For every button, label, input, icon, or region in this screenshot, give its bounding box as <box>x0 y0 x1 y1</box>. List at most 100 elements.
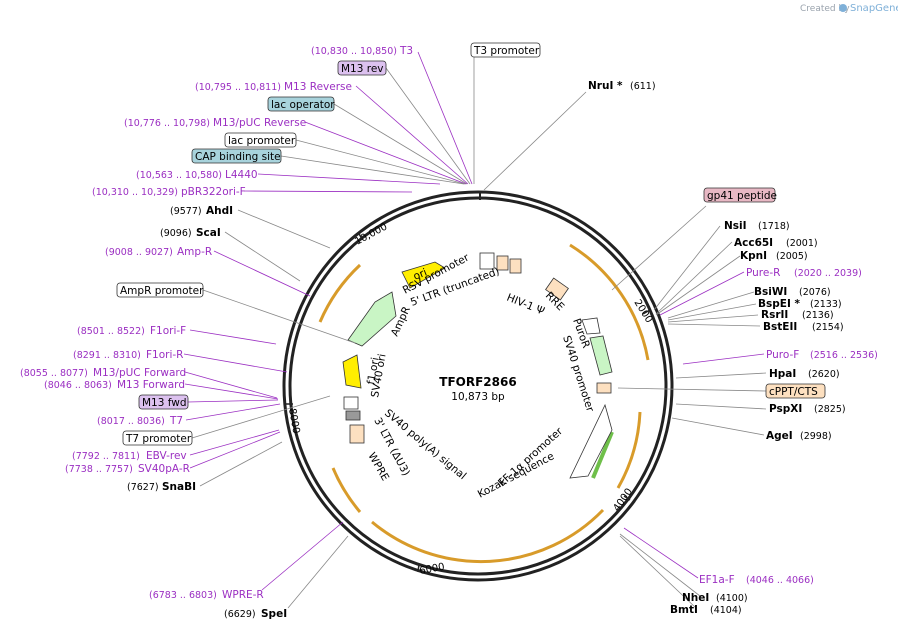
label-bspei: BspEI * <box>758 298 801 310</box>
pos-pure-r: (2020 .. 2039) <box>794 268 862 279</box>
label-l4440: L4440 <box>225 169 258 181</box>
label-ebv-rev: EBV-rev <box>146 450 187 462</box>
label-hpai: HpaI <box>769 368 796 380</box>
pos-t3: (10,830 .. 10,850) <box>311 46 397 57</box>
pos-nsii: (1718) <box>758 221 790 232</box>
pos-scai: (9096) <box>160 228 192 239</box>
label-m13-fwd: M13 fwd <box>142 397 187 409</box>
right-labels: T3 promoter NruI * (611) gp41 peptide Ns… <box>470 42 878 616</box>
label-spei: SpeI <box>261 608 287 620</box>
feat-wpre: WPRE <box>365 451 391 484</box>
pos-snabi: (7627) <box>127 482 159 493</box>
feat-ori: ori <box>412 267 429 283</box>
label-m13-rev: M13 rev <box>341 63 384 75</box>
label-rsrii: RsrII <box>761 309 788 321</box>
pos-ahdi: (9577) <box>170 206 202 217</box>
pos-t7: (8017 .. 8036) <box>97 416 165 427</box>
box-gp41 <box>703 187 776 203</box>
ori-arrow <box>401 261 446 289</box>
credit-brand: SnapGene <box>850 3 898 14</box>
label-ampr-promoter: AmpR promoter <box>120 285 204 297</box>
pos-m13-puc-reverse: (10,776 .. 10,798) <box>124 118 210 129</box>
tick-6000: 6000 <box>419 562 446 577</box>
label-agei: AgeI <box>766 430 793 442</box>
pos-m13-reverse: (10,795 .. 10,811) <box>195 82 281 93</box>
label-cap-binding: CAP binding site <box>195 151 281 163</box>
label-t7-promoter: T7 promoter <box>125 433 192 445</box>
f1-ori-arrow <box>342 354 362 389</box>
feat-hiv-psi: HIV-1 Ψ <box>505 292 546 318</box>
label-amp-r: Amp-R <box>177 246 212 258</box>
label-kpni: KpnI <box>740 250 767 262</box>
pos-ef1a-f: (4046 .. 4066) <box>746 575 814 586</box>
puror-arrow <box>589 335 613 376</box>
label-lac-promoter: lac promoter <box>228 135 296 147</box>
promoter-arrow-1 <box>581 317 601 335</box>
label-pure-r: Pure-R <box>746 267 780 279</box>
pos-bsiwi: (2076) <box>799 287 831 298</box>
pos-pspxi: (2825) <box>814 404 846 415</box>
pos-ebv-rev: (7792 .. 7811) <box>72 451 140 462</box>
label-nsii: NsiI <box>724 220 747 232</box>
feat-f1-ori: f1 ori <box>365 356 382 385</box>
box-cppt-cts <box>765 383 826 399</box>
orf-arc-3 <box>371 508 605 564</box>
label-puro-f: Puro-F <box>766 349 799 361</box>
box-ampr-promoter <box>116 282 204 298</box>
box-cap-binding <box>191 148 282 164</box>
pos-bmti: (4104) <box>710 605 742 616</box>
box-lac-operator <box>267 96 335 112</box>
pos-kpni: (2005) <box>776 251 808 262</box>
orf-arc-4 <box>331 467 362 513</box>
rre-box <box>545 277 569 301</box>
wpre-box <box>349 424 365 444</box>
pos-amp-r: (9008 .. 9027) <box>105 247 173 258</box>
label-bsiwi: BsiWI <box>754 286 787 298</box>
label-nrui: NruI * <box>588 80 623 92</box>
ef1a-promoter-arc <box>569 403 613 479</box>
pos-sv40pa-r: (7738 .. 7757) <box>65 464 133 475</box>
label-acc65i: Acc65I <box>734 237 773 249</box>
pos-nhei: (4100) <box>716 593 748 604</box>
label-lac-operator: lac operator <box>271 99 335 111</box>
box-t3-promoter <box>470 42 541 58</box>
label-pspxi: PspXI <box>769 403 802 415</box>
box-m13-fwd <box>138 394 189 410</box>
pos-nrui: (611) <box>630 81 656 92</box>
label-m13-puc-forward: M13/pUC Forward <box>93 367 186 379</box>
orf-arcs <box>318 243 650 564</box>
pos-puro-f: (2516 .. 2536) <box>810 350 878 361</box>
pos-f1ori-f: (8501 .. 8522) <box>77 326 145 337</box>
plasmid-name: TFORF2866 <box>439 375 516 389</box>
label-snabi: SnaBI <box>162 481 196 493</box>
label-t7: T7 <box>169 415 183 427</box>
tick-8000: 8000 <box>286 408 301 435</box>
label-bsteii: BstEII <box>763 321 797 333</box>
feat-kozak: Kozak sequence <box>476 450 556 500</box>
label-ahdi: AhdI <box>206 205 233 217</box>
box-t7-promoter <box>122 430 193 446</box>
feat-sv40-promoter: SV40 promoter <box>560 334 596 414</box>
label-bmti: BmtI <box>670 604 698 616</box>
hiv-box-2 <box>509 258 522 274</box>
pos-bspei: (2133) <box>810 299 842 310</box>
box-m13-rev <box>337 60 387 76</box>
ltr-box <box>479 252 495 270</box>
orf-arc-2 <box>616 411 642 489</box>
pos-m13-forward: (8046 .. 8063) <box>44 380 112 391</box>
pos-wpre-r: (6783 .. 6803) <box>149 590 217 601</box>
label-f1ori-f: F1ori-F <box>150 325 186 337</box>
green-features <box>347 291 614 479</box>
pos-bsteii: (2154) <box>812 322 844 333</box>
pos-rsrii: (2136) <box>802 310 834 321</box>
label-gp41: gp41 peptide <box>707 190 777 202</box>
credit-text: Created by <box>800 4 850 14</box>
hiv-box-1 <box>496 255 509 271</box>
label-m13-reverse: M13 Reverse <box>284 81 352 93</box>
label-nhei: NheI <box>682 592 709 604</box>
label-t3-promoter: T3 promoter <box>473 45 540 57</box>
pos-l4440: (10,563 .. 10,580) <box>136 170 222 181</box>
orf-arc-1 <box>569 243 650 361</box>
sv40-small <box>343 396 359 410</box>
